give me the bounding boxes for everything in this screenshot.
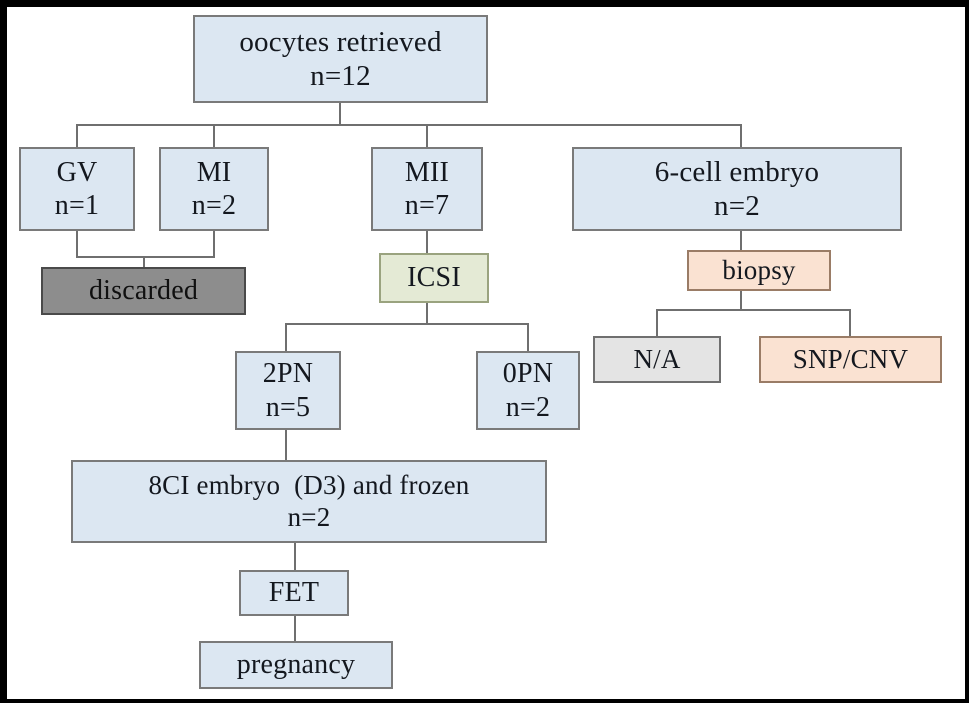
node-snp-cnv-line1: SNP/CNV (792, 343, 909, 374)
connector-8ci-fet (294, 543, 296, 571)
node-6-cell-embryo-line2: n=2 (714, 190, 760, 222)
node-mii[interactable]: MII n=7 (371, 147, 483, 231)
connector-discarded-bus (76, 256, 215, 258)
connector-biopsy-stem (740, 290, 742, 310)
node-discarded-line1: discarded (88, 275, 199, 307)
node-0pn-line2: n=2 (505, 391, 551, 423)
connector-drop-na (656, 309, 658, 337)
node-na[interactable]: N/A (593, 336, 721, 383)
node-8ci-embryo-frozen-line1: 8CI embryo (D3) and frozen (148, 469, 470, 500)
connector-mii-icsi (426, 229, 428, 254)
connector-drop-snpcnv (849, 309, 851, 337)
flowchart-canvas: oocytes retrieved n=12 GV n=1 MI n=2 MII… (7, 7, 965, 699)
connector-6cell-biopsy (740, 229, 742, 251)
node-oocytes-retrieved[interactable]: oocytes retrieved n=12 (193, 15, 488, 103)
node-mi-line1: MI (196, 156, 232, 188)
node-snp-cnv[interactable]: SNP/CNV (759, 336, 942, 383)
node-pregnancy-line1: pregnancy (236, 649, 356, 681)
connector-drop-gv (76, 124, 78, 148)
connector-discarded-stem (143, 256, 145, 268)
connector-drop-mi (213, 124, 215, 148)
node-mi[interactable]: MI n=2 (159, 147, 269, 231)
node-na-line1: N/A (633, 343, 681, 374)
node-2pn-line2: n=5 (265, 391, 311, 423)
node-mii-line2: n=7 (404, 190, 450, 221)
node-gv[interactable]: GV n=1 (19, 147, 135, 231)
connector-genetics-bus (656, 309, 851, 311)
connector-oocytes-stem (339, 101, 341, 126)
node-gv-line2: n=1 (54, 190, 100, 221)
connector-icsi-stem (426, 303, 428, 325)
node-0pn-line1: 0PN (502, 358, 554, 390)
node-fet-line1: FET (268, 577, 320, 609)
connector-drop-2pn (285, 323, 287, 352)
node-fet[interactable]: FET (239, 570, 349, 616)
node-icsi[interactable]: ICSI (379, 253, 489, 303)
connector-drop-mii (426, 124, 428, 148)
connector-fet-pregnancy (294, 615, 296, 642)
node-biopsy[interactable]: biopsy (687, 250, 831, 291)
node-icsi-line1: ICSI (407, 262, 461, 294)
node-pregnancy[interactable]: pregnancy (199, 641, 393, 689)
connector-gv-down (76, 229, 78, 257)
connector-2pn-8ci (285, 429, 287, 461)
connector-mi-down (213, 229, 215, 257)
connector-drop-6cell (740, 124, 742, 148)
node-6-cell-embryo[interactable]: 6-cell embryo n=2 (572, 147, 902, 231)
node-oocytes-retrieved-line2: n=12 (310, 60, 371, 92)
node-0pn[interactable]: 0PN n=2 (476, 351, 580, 430)
connector-pn-bus (285, 323, 529, 325)
node-gv-line1: GV (56, 156, 98, 188)
node-8ci-embryo-frozen[interactable]: 8CI embryo (D3) and frozen n=2 (71, 460, 547, 543)
connector-row2-bus (77, 124, 742, 126)
connector-drop-0pn (527, 323, 529, 352)
node-mii-line1: MII (404, 156, 450, 188)
node-biopsy-line1: biopsy (722, 254, 796, 285)
node-2pn[interactable]: 2PN n=5 (235, 351, 341, 430)
node-discarded[interactable]: discarded (41, 267, 246, 315)
node-mi-line2: n=2 (191, 190, 237, 221)
node-8ci-embryo-frozen-line2: n=2 (287, 501, 331, 532)
node-2pn-line1: 2PN (262, 358, 314, 390)
node-6-cell-embryo-line1: 6-cell embryo (654, 155, 820, 188)
node-oocytes-retrieved-line1: oocytes retrieved (239, 25, 442, 58)
